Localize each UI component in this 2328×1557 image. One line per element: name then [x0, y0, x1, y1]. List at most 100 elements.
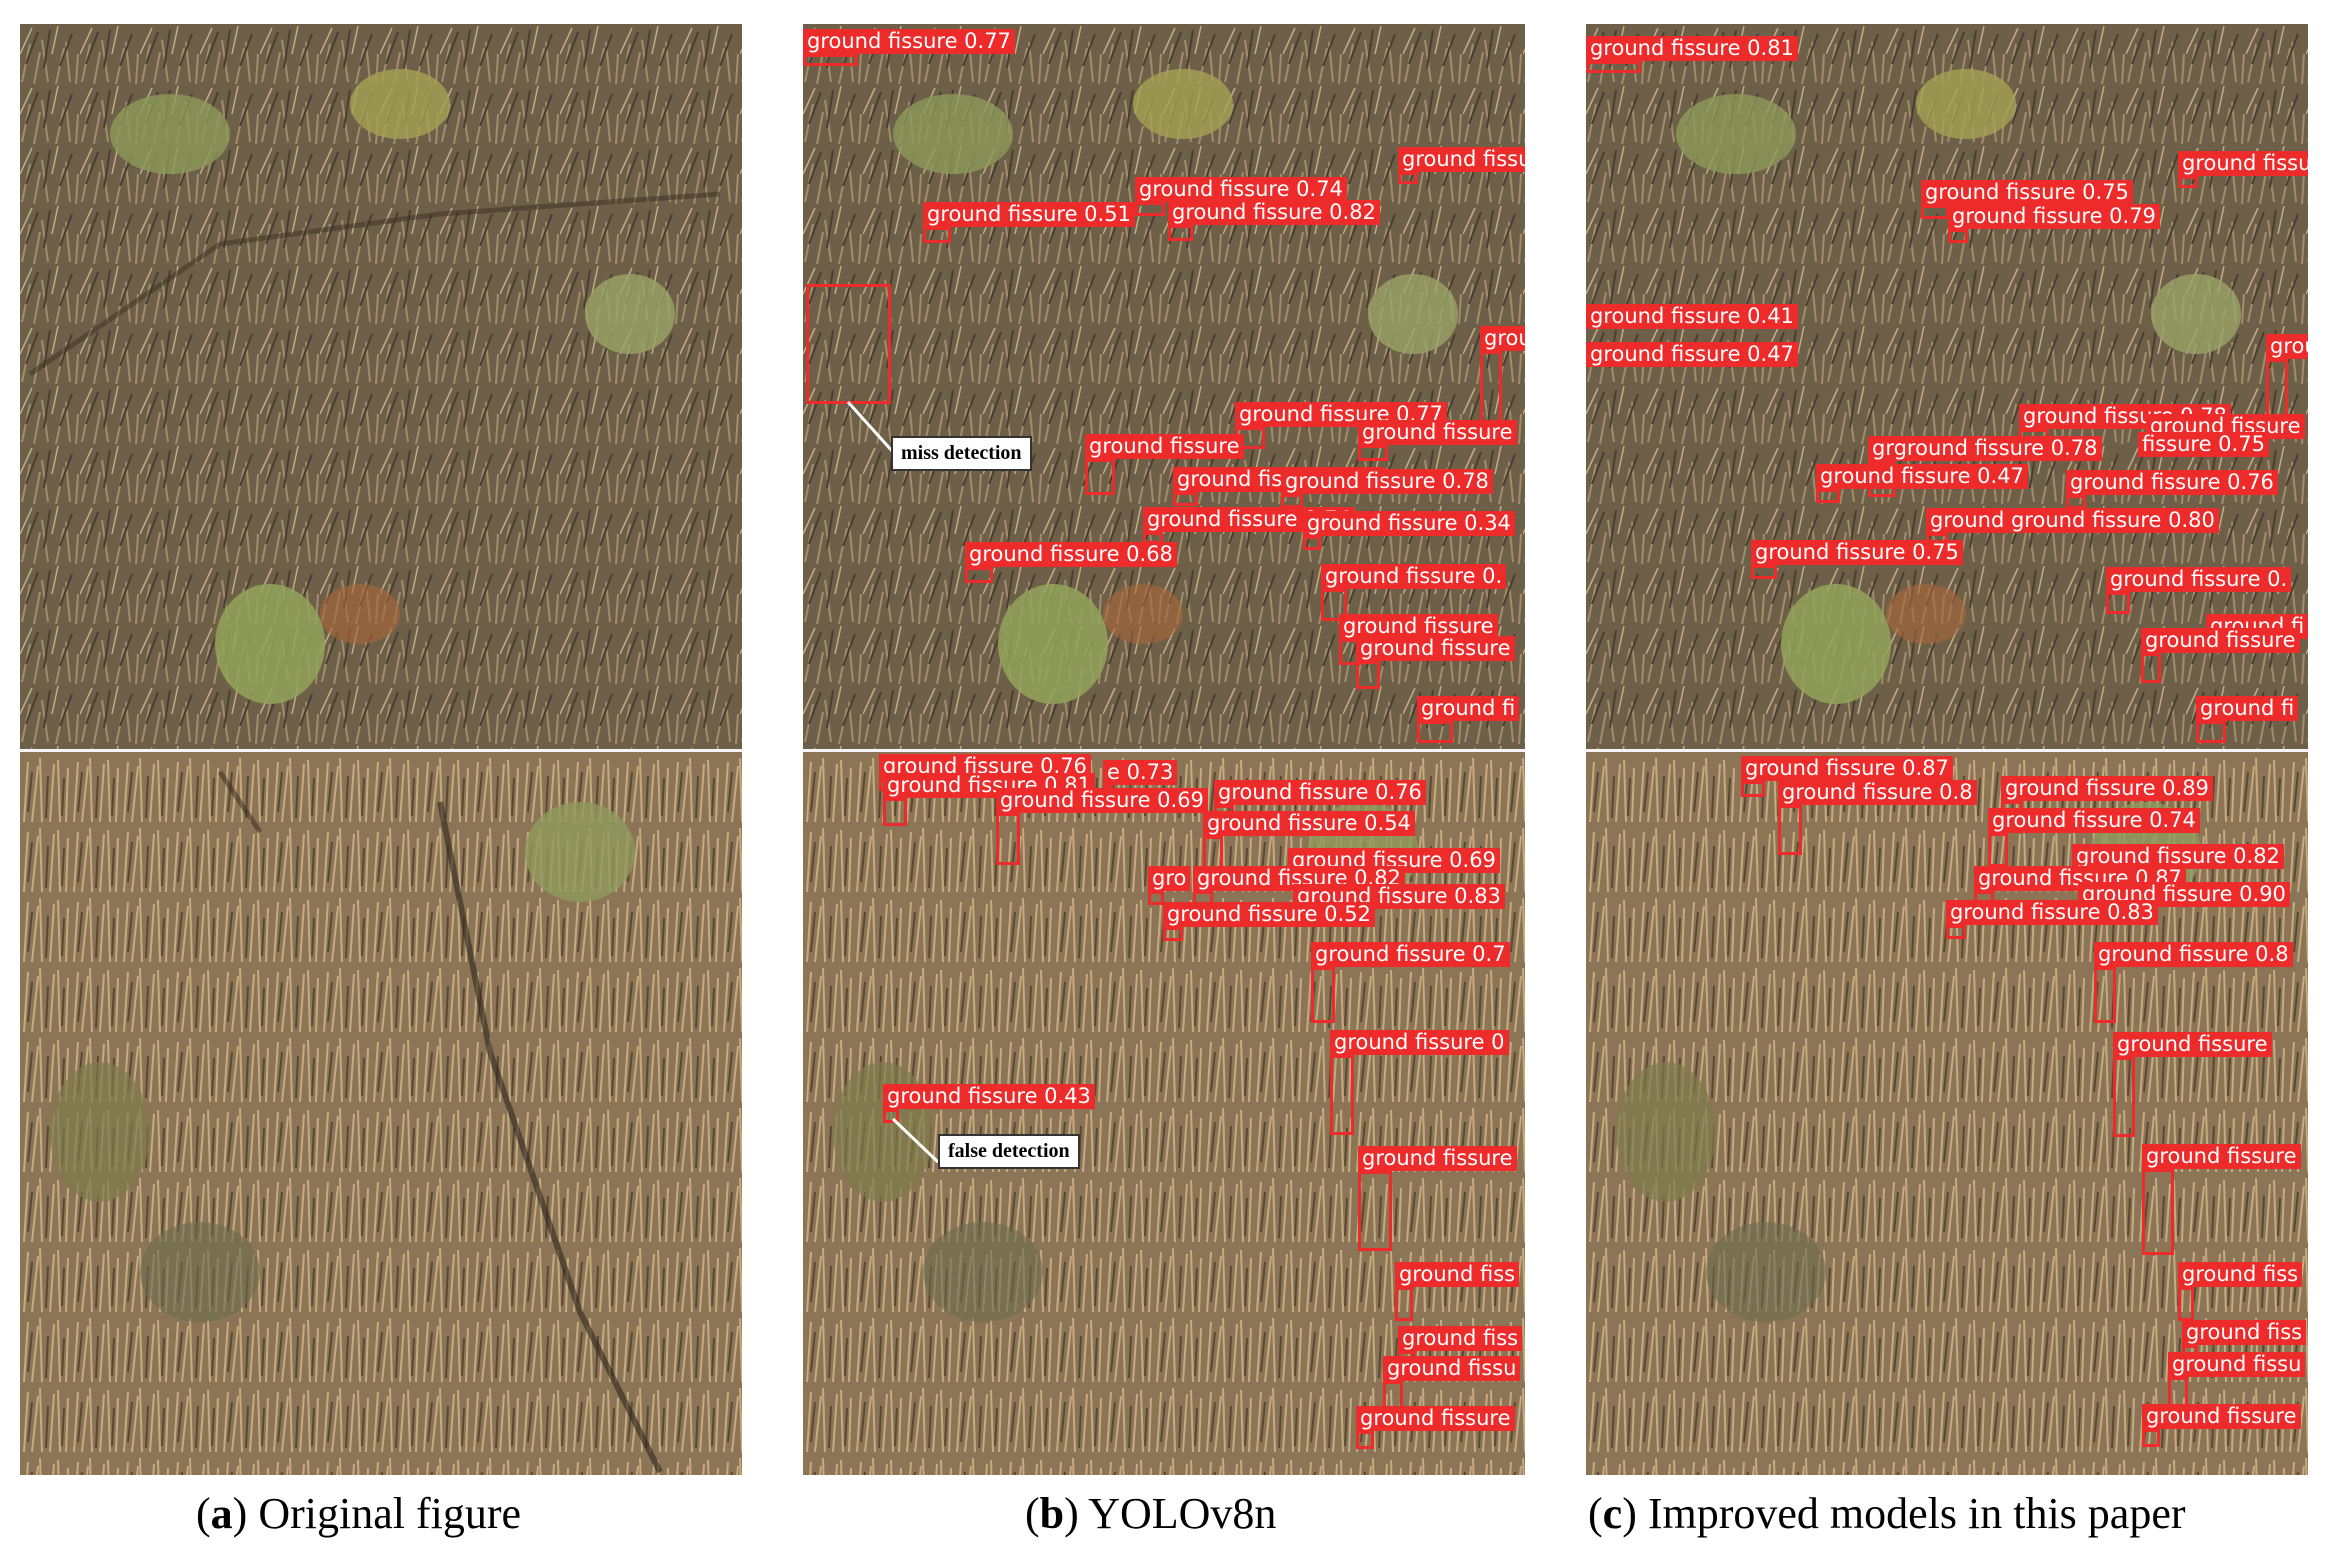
- detection-label: ground fissure 0.74: [1988, 808, 2200, 833]
- detection-box: [2094, 967, 2116, 1023]
- detection-label: ground fissure 0.: [1321, 564, 1507, 589]
- detection-box: [1311, 967, 1335, 1023]
- detection-box: [1358, 1171, 1392, 1251]
- detection-label: ground fissure 0: [1330, 1030, 1509, 1055]
- detection-box: [1751, 565, 1777, 579]
- detection-label: ground ground fissure 0.80: [1926, 508, 2219, 533]
- callout-leader-line: [891, 1117, 940, 1164]
- detection-label: ground fiss: [1395, 1262, 1520, 1287]
- false-detection-callout: false detection: [938, 1134, 1080, 1169]
- detection-box: [2066, 495, 2086, 509]
- detection-box: [1741, 781, 1765, 797]
- detection-label: ground fissure: [2113, 1032, 2272, 1057]
- detection-label: ground fissu: [1383, 1356, 1521, 1381]
- panel-divider: [1586, 749, 2308, 752]
- detection-label: ground fissure 0.77: [803, 29, 1015, 54]
- miss-detection-callout: miss detection: [891, 436, 1032, 471]
- caption-letter: a: [210, 1489, 233, 1538]
- detection-box: [1358, 445, 1388, 461]
- detection-label: ground fissure 0.79: [1948, 204, 2160, 229]
- image-bottom-original: [20, 752, 742, 1475]
- detection-label: grou: [2266, 334, 2308, 359]
- detection-label: ground fissure 0.8: [2094, 942, 2293, 967]
- detection-label: fissure 0.75: [2138, 432, 2269, 457]
- detection-box: [2178, 176, 2198, 188]
- detection-label: ground fissure 0.83: [1293, 884, 1505, 909]
- detection-box: [1946, 925, 1966, 939]
- detection-label: grou: [1480, 326, 1525, 351]
- detection-label: ground fissure 0.43: [883, 1084, 1095, 1109]
- detection-box: [1163, 927, 1183, 941]
- detection-box: [1303, 536, 1321, 550]
- detection-box: [1921, 205, 1949, 219]
- detection-label: ground fiss: [1398, 1326, 1523, 1351]
- panel-improved: ground fissure 0.81 ground fissu ground …: [1586, 24, 2308, 1475]
- detection-label: ground fissure 0.69: [996, 788, 1208, 813]
- detection-label: ground fissu: [1398, 147, 1525, 172]
- detection-box: [2113, 1057, 2135, 1137]
- detection-label: ground fissure: [2142, 1404, 2301, 1429]
- callout-leader-line: [846, 400, 895, 454]
- detection-box: [1321, 589, 1347, 621]
- detection-box: [1173, 492, 1198, 506]
- detection-label: ground fissure 0.82: [1168, 200, 1380, 225]
- detection-box: [1135, 202, 1165, 216]
- detection-box: [1168, 225, 1193, 241]
- detection-box: [1356, 1431, 1374, 1449]
- detection-label: ground fissure 0.76: [1214, 780, 1426, 805]
- detection-label: ground fissure: [1339, 614, 1498, 639]
- detection-label: ground fissure 0.75: [1921, 180, 2133, 205]
- detection-box: [2178, 1287, 2194, 1321]
- detection-box: [965, 567, 993, 583]
- detection-label: gro: [1148, 866, 1191, 891]
- detection-box: [1148, 891, 1164, 905]
- detection-label: ground fissure 0.78: [1281, 469, 1493, 494]
- detection-label: ground fissure 0.81: [883, 773, 1095, 798]
- image-top-original: [20, 24, 742, 749]
- detection-label: ground fissure 0.52: [1163, 902, 1375, 927]
- detection-box: [2196, 721, 2226, 743]
- detection-box: [1356, 661, 1380, 689]
- detection-label: grground fissure 0.78: [1868, 436, 2102, 461]
- detection-label: ground fissure 0.68: [965, 542, 1177, 567]
- caption-original: (a) Original figure: [196, 1489, 522, 1538]
- caption-letter: c: [1602, 1489, 1623, 1538]
- detection-label: ground fissure 0.75: [1751, 540, 1963, 565]
- panel-original: [20, 24, 742, 1475]
- detection-label: ground fissure: [1358, 420, 1517, 445]
- detection-box: [803, 54, 858, 66]
- detection-label: ground fissure 0.7: [1311, 942, 1510, 967]
- detection-label: ground fissure 0.89: [2001, 776, 2213, 801]
- detection-box: [1988, 833, 2008, 867]
- detection-box: [1586, 61, 1641, 73]
- detection-box: [2142, 1429, 2160, 1447]
- detection-label: ground fissure 0.47: [1816, 464, 2028, 489]
- caption-text: Improved models in this paper: [1636, 1489, 2186, 1538]
- detection-box: [996, 813, 1020, 865]
- detection-label: ground fissure: [1356, 1406, 1515, 1431]
- detection-label: ground fi: [2196, 696, 2299, 721]
- detection-label: ground fissu: [2178, 151, 2308, 176]
- panel-divider: [803, 749, 1525, 752]
- detection-label: ground fissure: [1358, 1146, 1517, 1171]
- caption-text: Original figure: [247, 1489, 522, 1538]
- detection-label: ground fissure 0.41: [1586, 304, 1798, 329]
- detection-label: ground fissure 0.87: [1741, 756, 1953, 781]
- detection-box: [883, 1109, 899, 1123]
- detection-box: [2141, 653, 2161, 683]
- detection-label: ground fissure 0.82: [2072, 844, 2284, 869]
- detection-label: ground fissure 0.34: [1303, 511, 1515, 536]
- detection-box: [1948, 229, 1968, 243]
- detection-box: [2106, 592, 2130, 614]
- detection-box: [1816, 489, 1840, 503]
- detection-label: ground fissure: [2142, 1144, 2301, 1169]
- detection-label: ground fiss: [2182, 1320, 2307, 1345]
- detection-label: ground fiss: [2178, 1262, 2303, 1287]
- detection-box: [1085, 459, 1115, 495]
- panel-yolov8n: ground fissure 0.77 ground fissu ground …: [803, 24, 1525, 1475]
- detection-box: [1417, 721, 1453, 743]
- detection-label: ground fissure 0.51: [923, 202, 1135, 227]
- detection-box: [1281, 494, 1303, 508]
- panel-divider: [20, 749, 742, 752]
- detection-label: ground fissure: [2141, 628, 2300, 653]
